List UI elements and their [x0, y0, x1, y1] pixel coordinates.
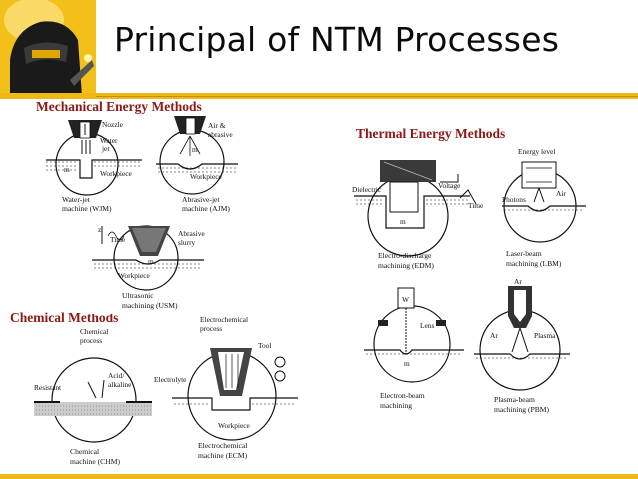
ebm-diagram: W Lens m Electron-beam machining — [360, 282, 470, 416]
ebm-w-label: W — [402, 295, 409, 304]
chm-alkaline-label: alkaline — [108, 380, 132, 389]
edm-voltage-label: Voltage — [438, 181, 461, 190]
ecm-process1-label: Electrochemical — [200, 315, 248, 324]
pbm-ar-label: Ar — [490, 331, 498, 340]
pbm-caption-1: Plasma-beam — [494, 395, 535, 404]
wjm-workpiece-label: Workpiece — [100, 169, 133, 178]
wjm-m-label: m — [64, 165, 70, 174]
usm-caption-2: machining (USM) — [122, 301, 178, 310]
wjm-jet-label: jet — [101, 144, 110, 153]
usm-z-label: z — [98, 225, 102, 234]
chm-caption-2: machine (CHM) — [70, 457, 120, 466]
ajm-air-label: Air & — [208, 121, 226, 130]
pbm-plasma-label: Plasma — [534, 331, 556, 340]
ecm-caption-2: machine (ECM) — [198, 451, 248, 460]
edm-time-label: Time — [468, 201, 484, 210]
pbm-diagram: Ar Ar Plasma Plasma-beam machining (PBM) — [470, 276, 574, 416]
ajm-workpiece-label: Workpiece — [190, 172, 223, 181]
lbm-air-label: Air — [556, 189, 566, 198]
ajm-diagram: Air & abrasive m Workpiece Abrasive-jet … — [152, 112, 242, 216]
lbm-caption-1: Laser-beam — [506, 249, 542, 258]
ebm-m-label: m — [404, 359, 410, 368]
wjm-diagram: Nozzle Water jet m Workpiece Water-jet m… — [42, 116, 147, 214]
usm-caption-1: Ultrasonic — [122, 291, 154, 300]
usm-time-label: Time — [110, 235, 126, 244]
edm-m-label: m — [400, 217, 406, 226]
ebm-caption-2: machining — [380, 401, 412, 410]
chm-acid-label: Acid/ — [108, 371, 125, 380]
header-rule-line — [96, 96, 638, 97]
thermal-heading: Thermal Energy Methods — [356, 126, 506, 141]
ecm-workpiece-label: Workpiece — [218, 421, 251, 430]
usm-m-label: m — [148, 257, 154, 266]
wjm-caption-1: Water-jet — [62, 195, 91, 204]
edm-dielectric-label: Dielectric — [352, 185, 382, 194]
ecm-diagram: Electrochemical process Tool Electrolyte… — [152, 314, 302, 464]
slide-header: Principal of NTM Processes — [0, 0, 638, 98]
welder-logo-icon — [0, 0, 96, 96]
chm-resistant-label: Resistant — [34, 383, 62, 392]
lbm-photons-label: Photons — [502, 195, 526, 204]
usm-slurry-label: slurry — [178, 238, 196, 247]
edm-caption-1: Electro-discharge — [378, 251, 432, 260]
edm-caption-2: machining (EDM) — [378, 261, 434, 270]
usm-abrasive-label: Abrasive — [178, 229, 205, 238]
usm-diagram: z Time Abrasive slurry m Workpiece Ultra… — [88, 220, 208, 314]
ajm-m-label: m — [192, 145, 198, 154]
wjm-water-label: Water — [100, 136, 118, 145]
wjm-caption-2: machine (WJM) — [62, 204, 112, 213]
ecm-electrolyte-label: Electrolyte — [154, 375, 187, 384]
mechanical-heading: Mechanical Energy Methods — [36, 99, 202, 114]
lbm-energy-label: Energy level — [518, 147, 555, 156]
ebm-caption-1: Electron-beam — [380, 391, 425, 400]
ecm-process2-label: process — [200, 324, 222, 333]
wjm-nozzle-label: Nozzle — [102, 120, 124, 129]
ebm-lens-label: Lens — [420, 321, 434, 330]
chm-process1-label: Chemical — [80, 327, 108, 336]
ajm-caption-2: machine (AJM) — [182, 204, 230, 213]
lbm-caption-2: machining (LBM) — [506, 259, 562, 268]
pbm-caption-2: machining (PBM) — [494, 405, 550, 414]
chm-process2-label: process — [80, 336, 102, 345]
footer-rule — [0, 474, 638, 479]
lbm-diagram: Energy level Photons Air Laser-beam mach… — [498, 140, 590, 270]
ecm-tool-label: Tool — [258, 341, 271, 350]
chm-diagram: Chemical process Resistant Acid/ alkalin… — [30, 326, 160, 470]
ajm-abrasive-label: abrasive — [208, 130, 233, 139]
pbm-ar-top-label: Ar — [514, 277, 522, 286]
slide-title: Principal of NTM Processes — [114, 20, 560, 59]
ecm-caption-1: Electrochemical — [198, 441, 247, 450]
usm-workpiece-label: Workpiece — [118, 271, 151, 280]
chm-caption-1: Chemical — [70, 447, 99, 456]
edm-diagram: Dielectric Voltage Time m Electro-discha… — [350, 146, 500, 274]
ajm-caption-1: Abrasive-jet — [182, 195, 220, 204]
